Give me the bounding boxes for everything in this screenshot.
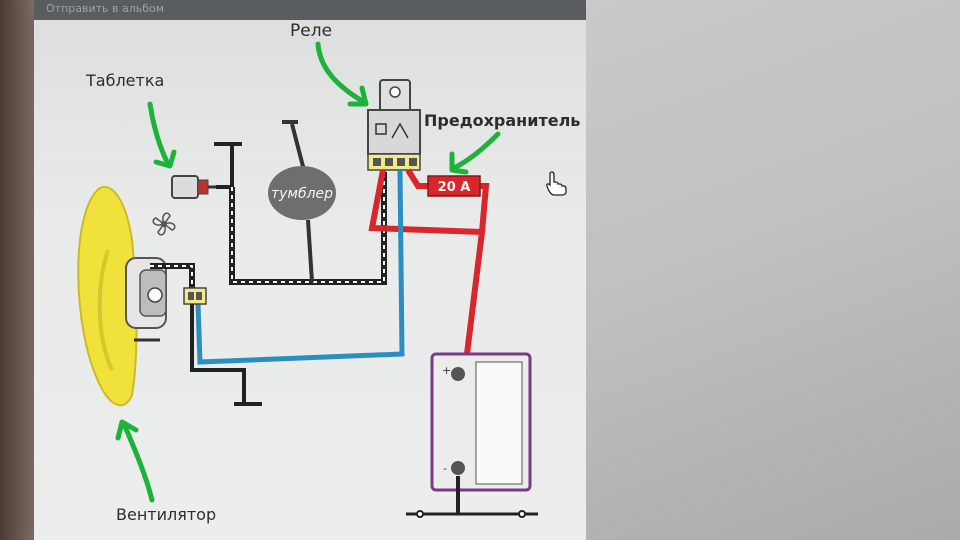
browser-topbar	[34, 0, 586, 20]
monitor-bezel	[0, 0, 36, 540]
fuse-label: Предохранитель	[424, 111, 580, 130]
relay-icon	[367, 79, 421, 171]
ground-symbol-fan	[190, 304, 262, 406]
connector-icon	[183, 287, 207, 305]
tumbler-label: тумблер	[271, 186, 333, 202]
thermo-switch-icon	[171, 175, 216, 199]
fuse-icon	[427, 175, 481, 197]
battery-minus-label: -	[443, 462, 447, 475]
blue-wire	[195, 169, 405, 365]
toggle-switch-icon	[268, 120, 336, 283]
battery-icon	[406, 352, 538, 518]
fan-symbol-icon	[152, 212, 176, 236]
hand-cursor-icon	[546, 171, 567, 196]
screen-right-area	[586, 0, 960, 540]
relay-label: Реле	[290, 21, 332, 41]
ground-symbol-top	[214, 142, 242, 189]
fan-label: Вентилятор	[116, 505, 216, 524]
red-wire	[368, 168, 490, 363]
fuse-rating-label: 20 A	[438, 180, 471, 195]
breadcrumb-link[interactable]: Отправить в альбом	[46, 2, 165, 15]
battery-plus-label: +	[442, 364, 451, 377]
fan-icon	[77, 185, 167, 407]
thermo-switch-label: Таблетка	[85, 71, 164, 90]
green-arrows	[115, 41, 501, 503]
